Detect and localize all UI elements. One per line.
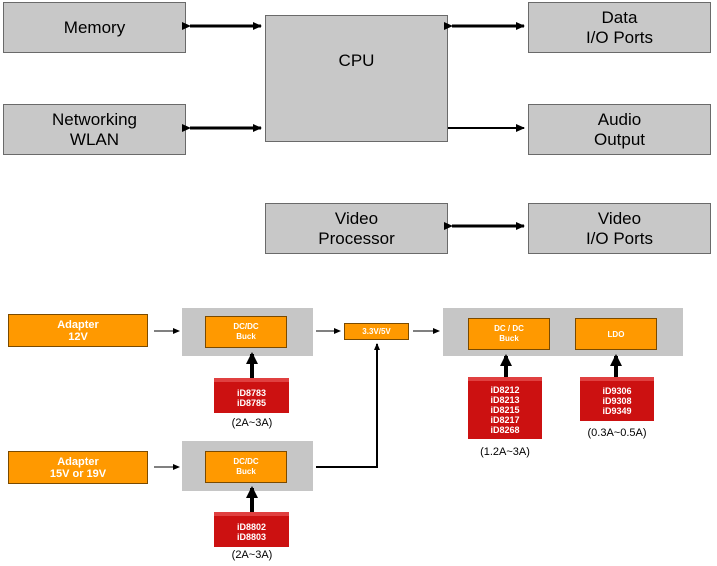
data-io-ports-block: Data I/O Ports <box>528 2 711 53</box>
networking-wlan-block: Networking WLAN <box>3 104 186 155</box>
dc-dc-buck-2: DC/DC Buck <box>205 451 287 483</box>
memory-block: Memory <box>3 2 186 53</box>
video-processor-block: Video Processor <box>265 203 448 254</box>
adapter-15v-19v-block: Adapter 15V or 19V <box>8 451 148 484</box>
video-io-ports-block: Video I/O Ports <box>528 203 711 254</box>
dc-dc-buck-3: DC / DC Buck <box>468 318 550 350</box>
current-label-ldo: (0.3A~0.5A) <box>587 427 647 439</box>
current-label-buck-3: (1.2A~3A) <box>480 446 530 458</box>
parts-ldo: iD9306 iD9308 iD9349 <box>580 377 654 421</box>
buck2-rail-connector <box>316 343 380 468</box>
ldo-block: LDO <box>575 318 657 350</box>
parts-buck-1: iD8783 iD8785 <box>214 378 289 413</box>
current-label-buck-1: (2A~3A) <box>231 417 273 429</box>
parts-buck-3: iD8212 iD8213 iD8215 iD8217 iD8268 <box>468 377 542 439</box>
adapter-12v-block: Adapter 12V <box>8 314 148 347</box>
rail-3v3-5v-block: 3.3V/5V <box>344 323 409 340</box>
dc-dc-buck-1: DC/DC Buck <box>205 316 287 348</box>
current-label-buck-2: (2A~3A) <box>231 549 273 561</box>
cpu-block: CPU <box>265 15 448 142</box>
audio-output-block: Audio Output <box>528 104 711 155</box>
parts-buck-2: iD8802 iD8803 <box>214 512 289 547</box>
